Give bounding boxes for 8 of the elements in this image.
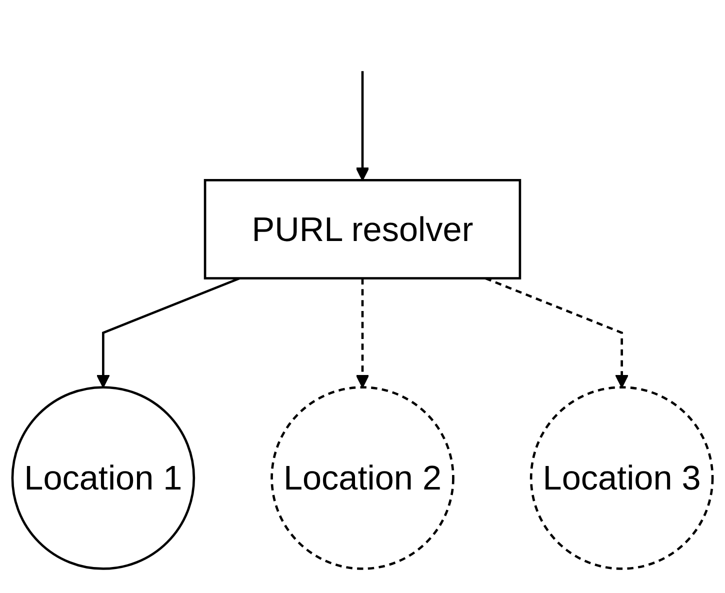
- node-circle: Location 3: [530, 386, 714, 570]
- arrow: [484, 277, 629, 388]
- node-circle: Location 1: [11, 386, 196, 570]
- node-box: PURL resolver: [204, 178, 522, 280]
- arrow: [96, 277, 240, 388]
- arrow: [356, 71, 370, 181]
- node-circle: Location 2: [270, 386, 454, 570]
- arrow: [356, 278, 370, 388]
